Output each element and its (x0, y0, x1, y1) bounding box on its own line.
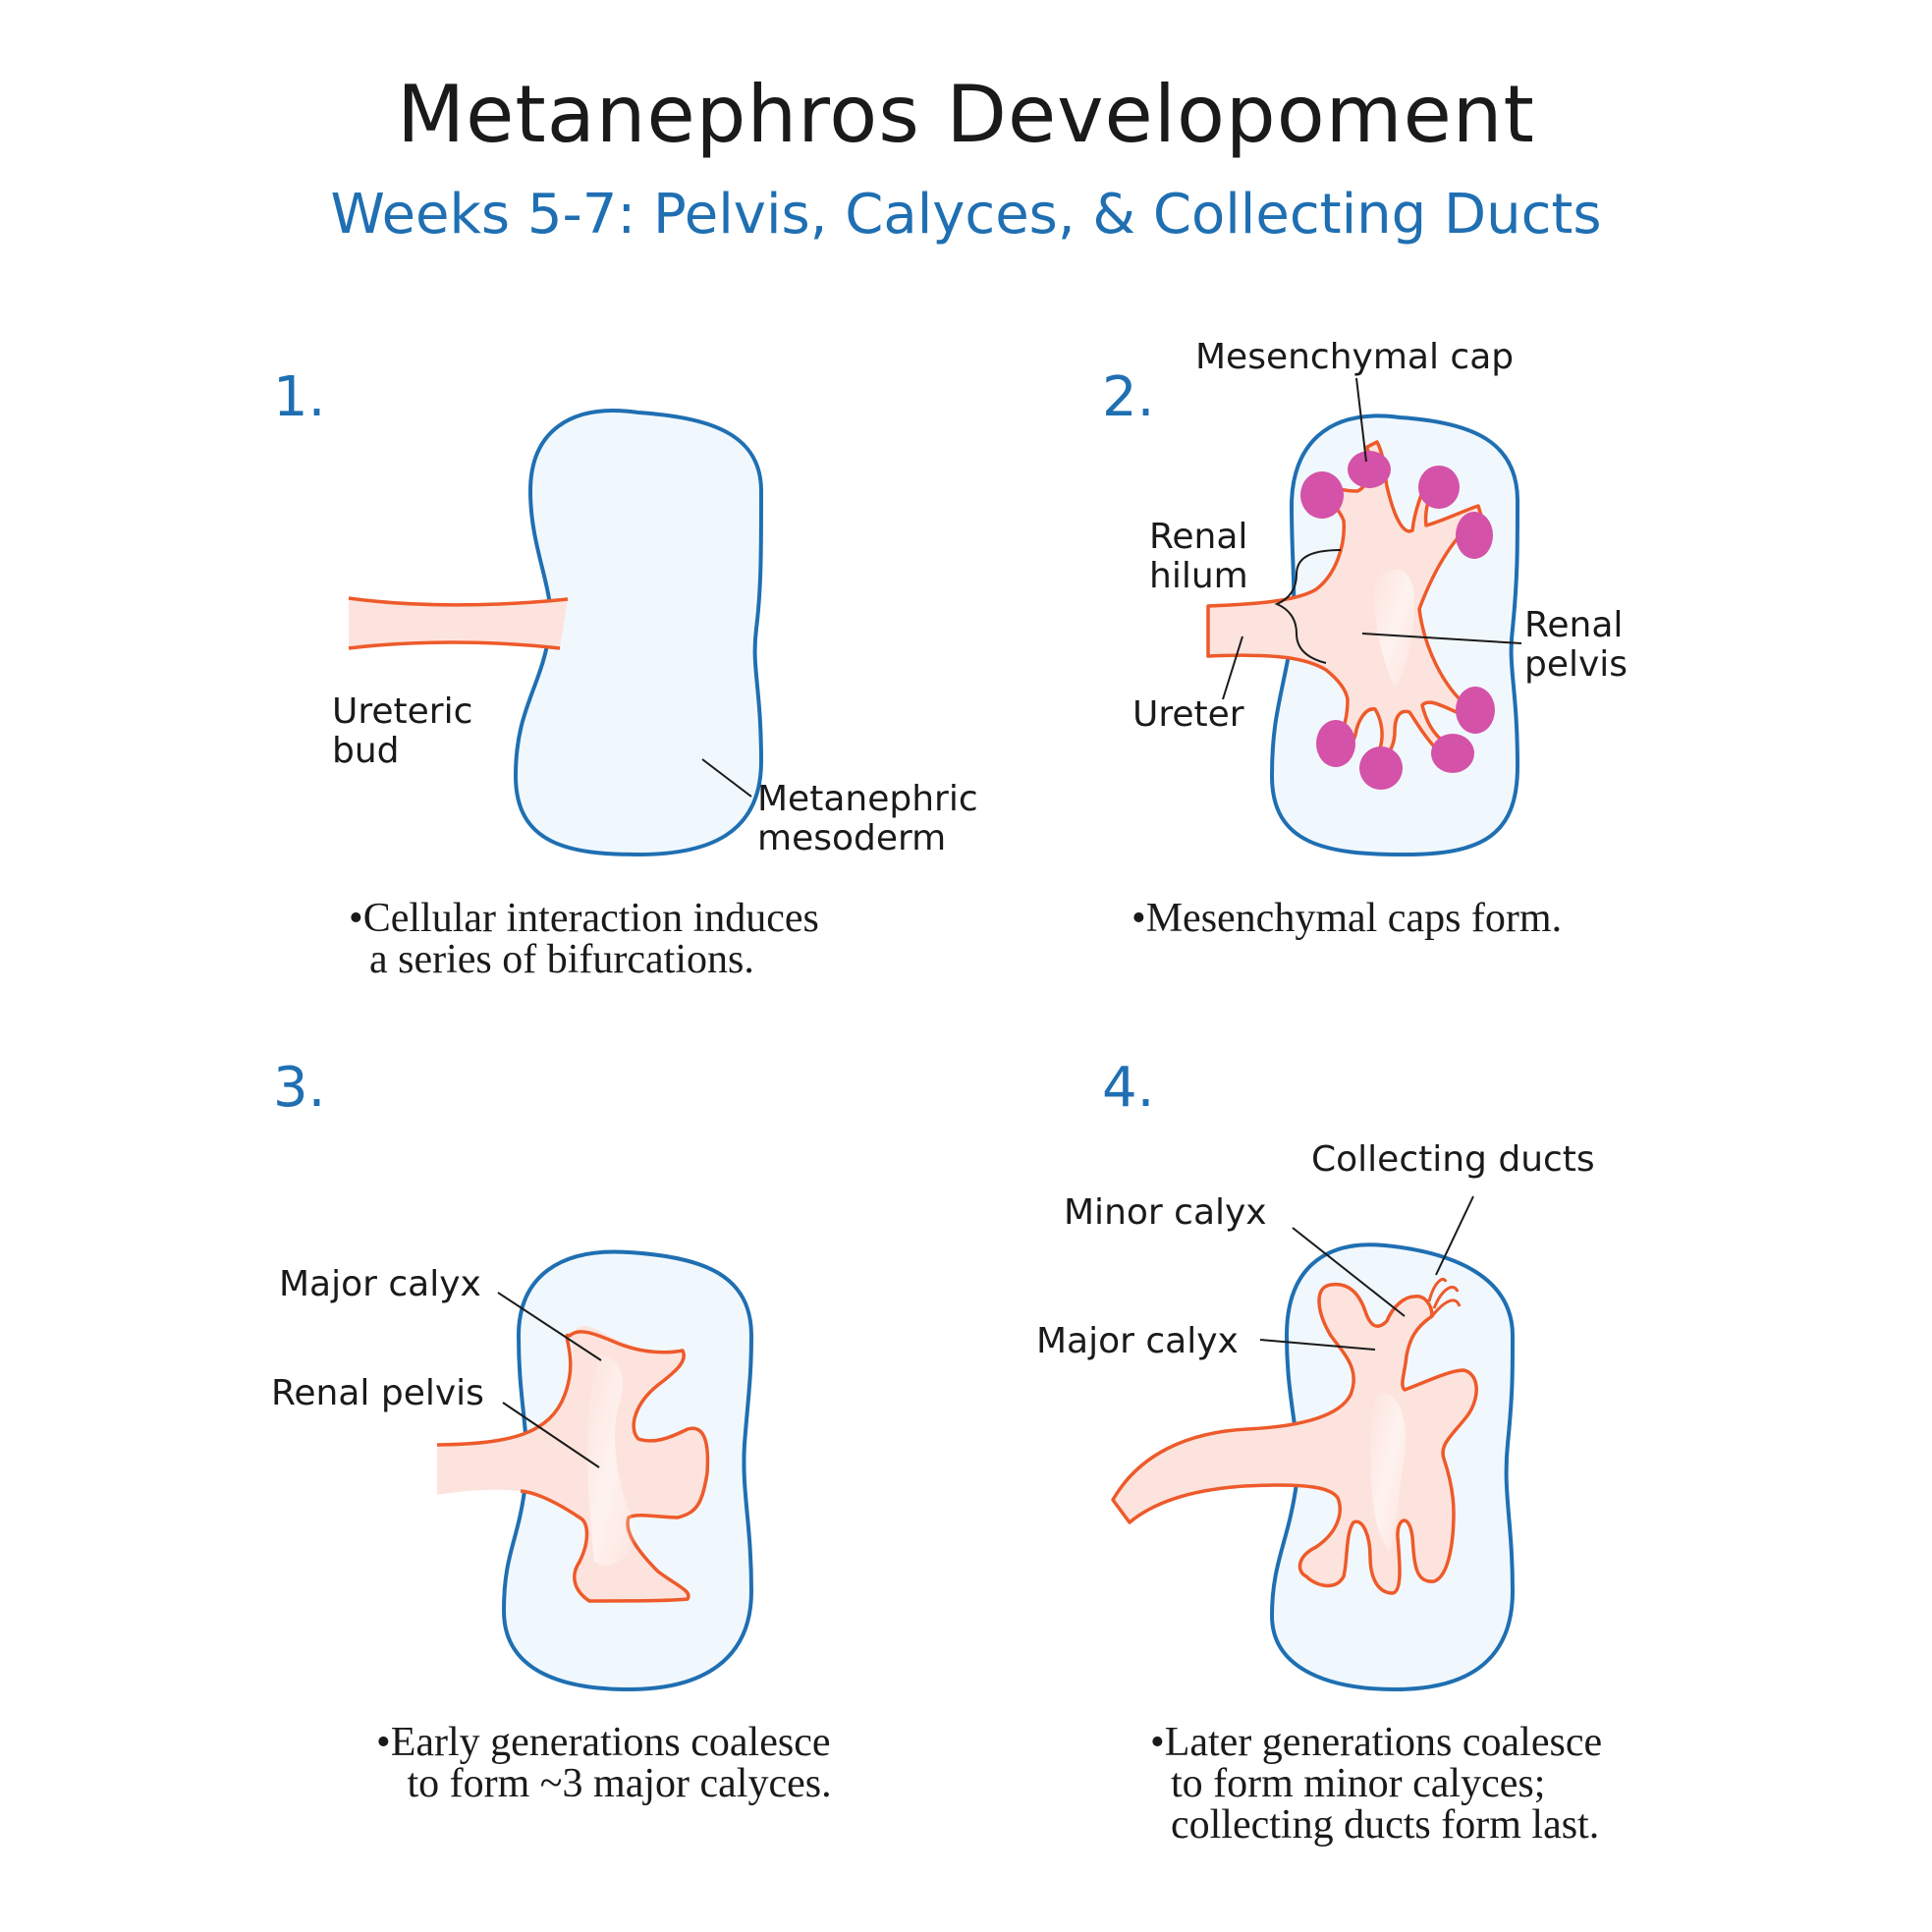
label-metanephric-mesoderm: Metanephric mesoderm (757, 779, 978, 858)
label-renal-hilum: Renal hilum (1149, 517, 1248, 596)
label-major-calyx-4: Major calyx (1036, 1321, 1239, 1361)
panel-2-cap-top-left (1300, 471, 1344, 519)
caption-panel-1: •Cellular interaction induces a series o… (349, 896, 819, 982)
panel-1-ureteric-bud-lower-edge (348, 640, 561, 650)
panel-2-cap-right-upper (1456, 512, 1493, 559)
panel-3-number: 3. (273, 1056, 326, 1120)
panel-1-mesoderm-leader (701, 758, 752, 798)
panel-4-illustration (1111, 1195, 1516, 1692)
page-title: Metanephros Developoment (397, 69, 1535, 160)
panel-4-collecting-ducts-leader (1435, 1195, 1474, 1276)
panel-1-number: 1. (273, 365, 326, 429)
panel-2-cap-leader (1355, 377, 1367, 463)
panel-2-cap-bottom-left (1316, 720, 1355, 767)
panel-3-duct-outline-upper (436, 1330, 710, 1603)
panel-2-pelvis-leader (1361, 633, 1522, 644)
panel-2-cap-bottom (1359, 746, 1403, 790)
panel-1-ureteric-bud (349, 598, 568, 648)
label-ureter: Ureter (1132, 694, 1244, 735)
panel-2-illustration (1206, 377, 1522, 857)
panel-3-pelvis-leader (502, 1402, 600, 1468)
panel-4-major-calyx-leader (1259, 1339, 1376, 1351)
caption-panel-4: •Later generations coalesce to form mino… (1150, 1720, 1603, 1848)
page-subtitle: Weeks 5-7: Pelvis, Calyces, & Collecting… (330, 183, 1602, 247)
caption-panel-2: •Mesenchymal caps form. (1132, 896, 1563, 941)
panel-4-number: 4. (1102, 1056, 1155, 1120)
panel-1-kidney (513, 409, 764, 857)
panel-1-ureteric-bud-upper-edge (348, 596, 569, 607)
panel-2-pelvis-highlight (1374, 569, 1414, 688)
label-minor-calyx: Minor calyx (1064, 1192, 1267, 1233)
caption-panel-3: •Early generations coalesce to form ~3 m… (376, 1720, 832, 1806)
panel-4-minor-calyx-leader (1292, 1227, 1406, 1317)
panel-2-ureter-leader (1222, 635, 1243, 700)
label-mesenchymal-cap: Mesenchymal cap (1195, 337, 1515, 377)
panel-3-illustration (436, 1249, 754, 1692)
panel-3-collecting-system (437, 1326, 708, 1601)
label-collecting-ducts: Collecting ducts (1311, 1139, 1595, 1180)
panel-1-illustration (348, 409, 764, 857)
panel-4-pelvis-highlight (1370, 1393, 1406, 1552)
label-renal-pelvis-2: Renal pelvis (1524, 605, 1628, 685)
panel-2-hilum-brace (1274, 549, 1342, 664)
panel-2-cap-bottom-right (1431, 734, 1474, 773)
panel-2-cap-top (1348, 451, 1391, 488)
label-ureteric-bud: Ureteric bud (332, 691, 473, 771)
label-major-calyx-3: Major calyx (279, 1264, 481, 1304)
label-renal-pelvis-3: Renal pelvis (271, 1373, 484, 1413)
panel-2-cap-top-right (1418, 466, 1460, 509)
panel-2-number: 2. (1102, 365, 1155, 429)
panel-4-collecting-ducts (1427, 1277, 1462, 1317)
panel-3-major-calyx-leader (497, 1292, 602, 1361)
panel-2-cap-right-lower (1456, 687, 1495, 734)
panel-3-pelvis-highlight (587, 1355, 638, 1566)
